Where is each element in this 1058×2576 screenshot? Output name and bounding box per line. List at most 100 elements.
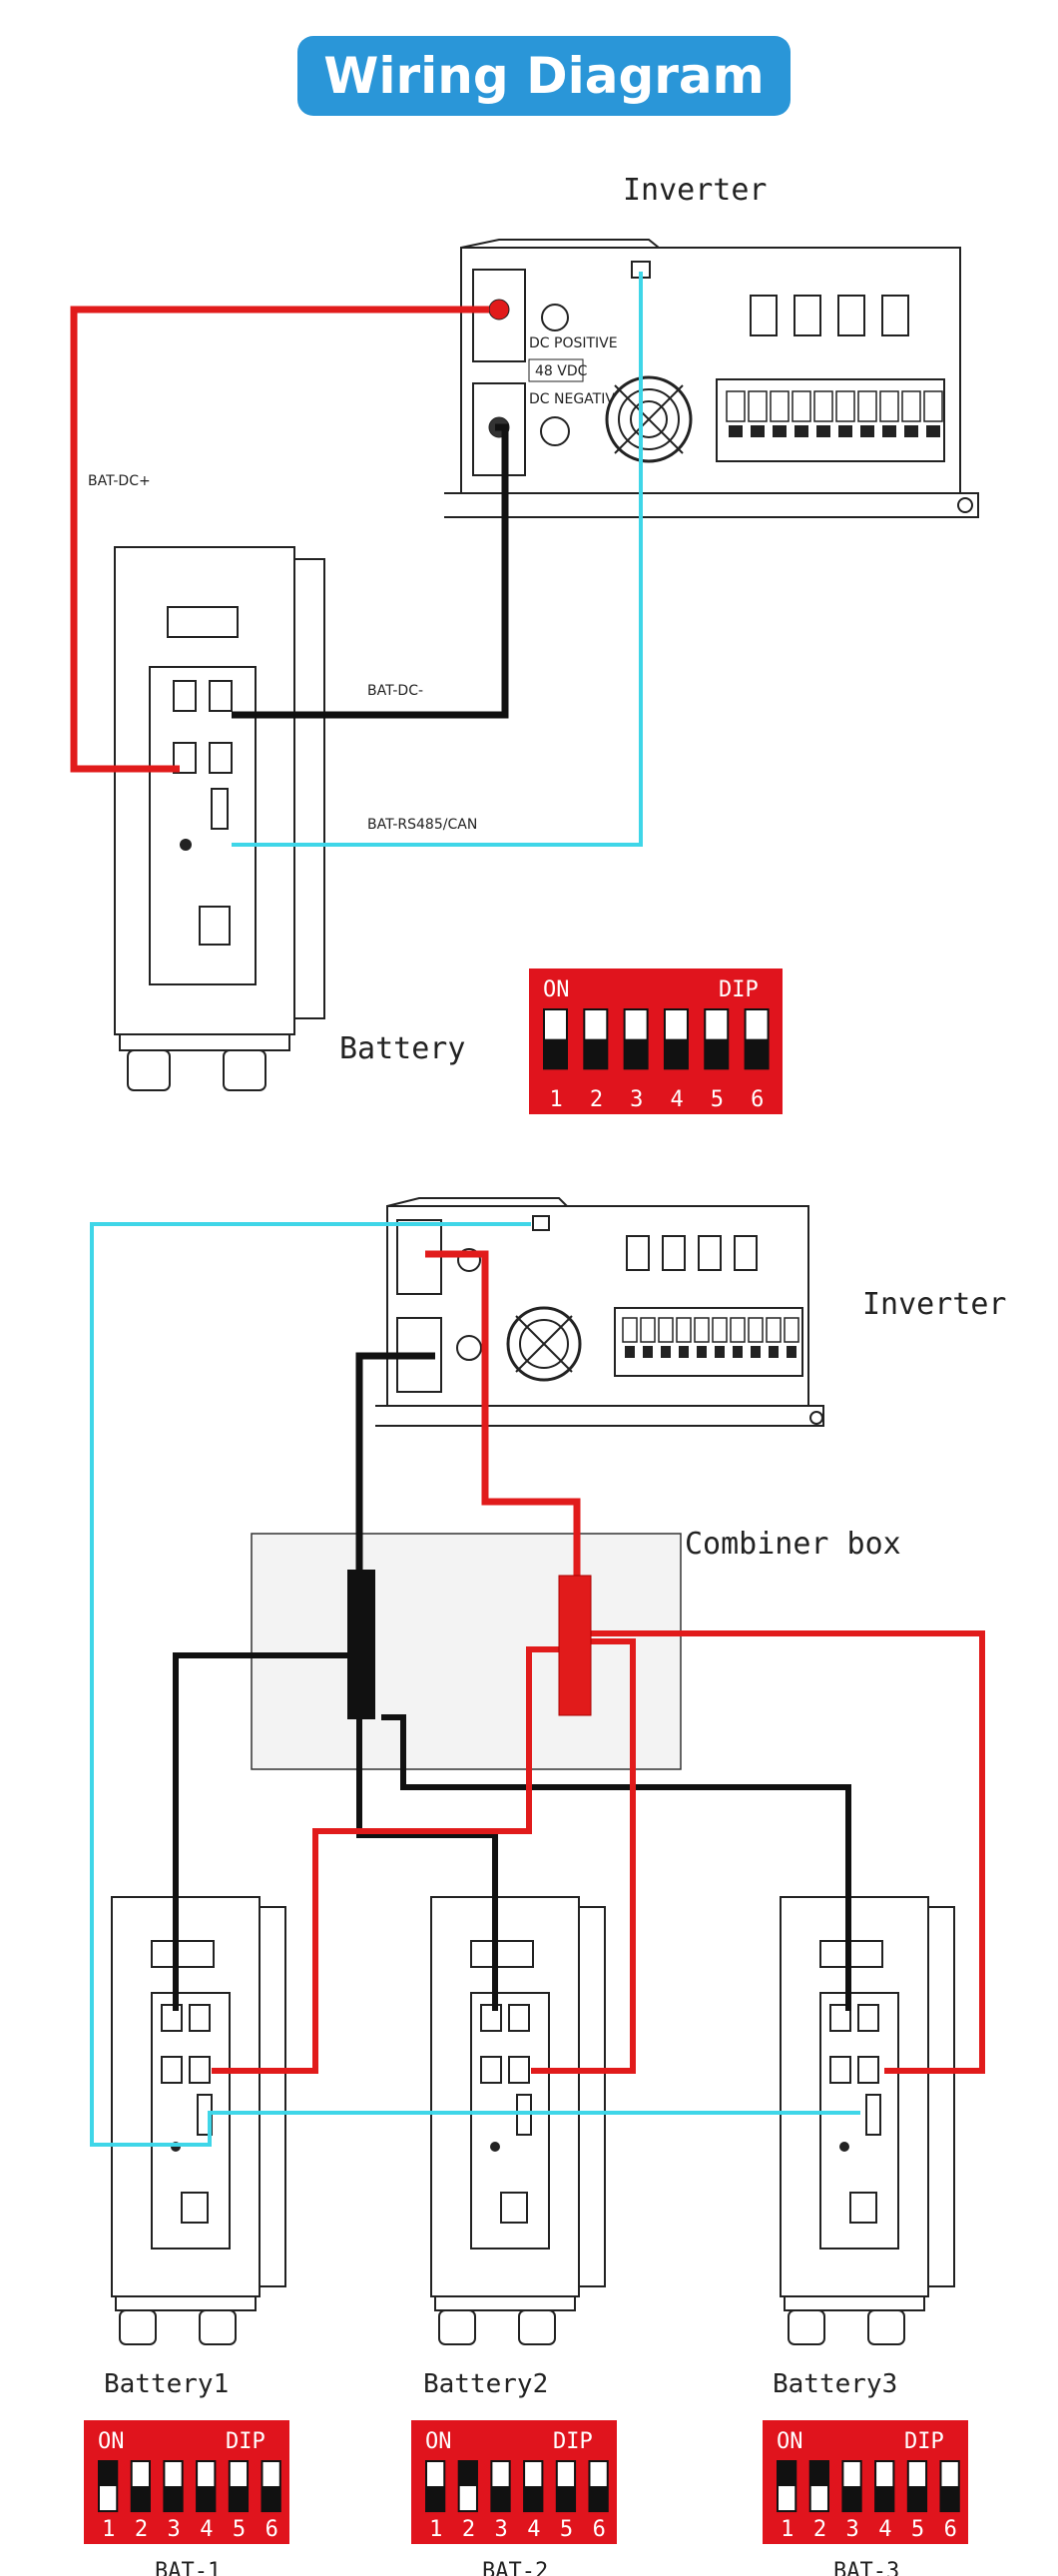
bottom-inverter xyxy=(375,1197,824,1427)
terminal-screw xyxy=(661,1346,671,1358)
dip-switch-number: 4 xyxy=(670,1087,683,1112)
dip-switch-number: 3 xyxy=(846,2517,859,2542)
top-label-comm: BAT-RS485/CAN xyxy=(367,817,477,833)
dip-caption: BAT-3 xyxy=(833,2559,899,2576)
terminal-screw xyxy=(794,425,808,437)
dip-on-label: ON xyxy=(777,2429,803,2454)
dip-switch-knob xyxy=(525,2462,542,2487)
dip-switch-number: 2 xyxy=(462,2517,475,2542)
bottom-wire-pos-inverter xyxy=(425,1250,581,1578)
bottom-wire-neg-bat1 xyxy=(173,1652,359,2011)
battery-3 xyxy=(780,1896,955,2345)
terminal-screw xyxy=(733,1346,743,1358)
terminal xyxy=(748,390,768,422)
battery-terminal xyxy=(829,2056,851,2084)
terminal xyxy=(766,1317,782,1343)
terminal xyxy=(813,390,833,422)
dip-background xyxy=(84,2420,289,2544)
dip-switch-number: 3 xyxy=(168,2517,181,2542)
battery-terminal xyxy=(480,2056,502,2084)
battery-label: Battery1 xyxy=(104,2369,229,2399)
battery-breaker xyxy=(181,2192,209,2224)
dip-switch-knob xyxy=(198,2462,215,2487)
dip-switch-knob xyxy=(545,1010,566,1039)
terminal xyxy=(640,1317,656,1343)
bottom-wires xyxy=(90,1222,985,2147)
dip-switch-number: 1 xyxy=(429,2517,442,2542)
battery-label: Battery3 xyxy=(773,2369,897,2399)
dip-switch-number: 2 xyxy=(590,1087,603,1112)
battery-terminal xyxy=(857,2056,879,2084)
terminal-screw xyxy=(697,1346,707,1358)
dip-switch-knob xyxy=(165,2462,182,2487)
battery-terminal xyxy=(480,2004,502,2032)
battery-display xyxy=(470,1940,534,1968)
battery-terminal xyxy=(829,2004,851,2032)
battery-terminal xyxy=(508,2004,530,2032)
battery-handle xyxy=(259,1906,286,2287)
terminal-screw xyxy=(904,425,918,437)
dip-switch-knob xyxy=(590,2462,607,2487)
battery-wheel xyxy=(119,2309,157,2345)
terminal xyxy=(879,390,899,422)
bottom-wire-neg-inverter xyxy=(355,1352,435,1580)
dip-dip-label: DIP xyxy=(719,977,759,1002)
top-battery-label: Battery xyxy=(339,1031,465,1066)
dip-switch-number: 4 xyxy=(527,2517,540,2542)
top-inverter-label: Inverter xyxy=(623,173,768,208)
dip-switch-number: 5 xyxy=(560,2517,573,2542)
dip-switch-knob xyxy=(585,1010,607,1039)
battery-terminal xyxy=(189,2056,211,2084)
terminal-screw xyxy=(882,425,896,437)
bottom-wire-pos-bat3 xyxy=(591,1630,985,2074)
terminal xyxy=(784,1317,799,1343)
battery-wheel xyxy=(867,2309,905,2345)
battery-terminal xyxy=(161,2004,183,2032)
dip-switch-number: 6 xyxy=(593,2517,606,2542)
battery-terminal xyxy=(189,2004,211,2032)
bottom-wire-pos-bat2 xyxy=(531,1638,636,2074)
dip-switch-number: 4 xyxy=(200,2517,213,2542)
terminal-screw xyxy=(679,1346,689,1358)
bottom-wire-comm xyxy=(90,1222,860,2147)
dip-background xyxy=(529,968,783,1114)
dip-switch-number: 2 xyxy=(813,2517,826,2542)
terminal-screw xyxy=(625,1346,635,1358)
terminal-screw xyxy=(715,1346,725,1358)
terminal xyxy=(694,1317,710,1343)
terminal xyxy=(857,390,877,422)
terminal-screw xyxy=(773,425,787,437)
battery-base xyxy=(434,2295,576,2311)
dip-switch-knob xyxy=(132,2462,149,2487)
top-battery xyxy=(114,546,325,1091)
page-title: Wiring Diagram xyxy=(323,47,765,105)
terminal xyxy=(658,1317,674,1343)
terminal-screw xyxy=(926,425,940,437)
battery-1 xyxy=(111,1896,286,2345)
dip-switch-knob xyxy=(557,2462,575,2487)
battery-terminal xyxy=(857,2004,879,2032)
battery-base xyxy=(784,2295,925,2311)
terminal-screw xyxy=(816,425,830,437)
terminal xyxy=(748,1317,764,1343)
dip-switch-knob xyxy=(263,2462,279,2487)
top-inverter-voltage: 48 VDC xyxy=(535,363,588,379)
top-wire-dc-negative xyxy=(232,423,509,719)
battery-breaker xyxy=(500,2192,528,2224)
dip-switch-number: 3 xyxy=(495,2517,508,2542)
terminal xyxy=(792,390,811,422)
combiner-box xyxy=(251,1533,682,1770)
terminal-screw xyxy=(860,425,874,437)
terminal xyxy=(676,1317,692,1343)
top-wire-dc-positive xyxy=(70,306,489,773)
dip-switch-number: 6 xyxy=(751,1087,764,1112)
dip-switch-number: 5 xyxy=(233,2517,246,2542)
bottom-wire-neg-bat3 xyxy=(381,1714,851,2011)
battery-display xyxy=(151,1940,215,1968)
dip-switch-knob xyxy=(908,2462,926,2487)
battery-breaker xyxy=(849,2192,877,2224)
dip-on-label: ON xyxy=(425,2429,452,2454)
battery-handle xyxy=(578,1906,606,2287)
